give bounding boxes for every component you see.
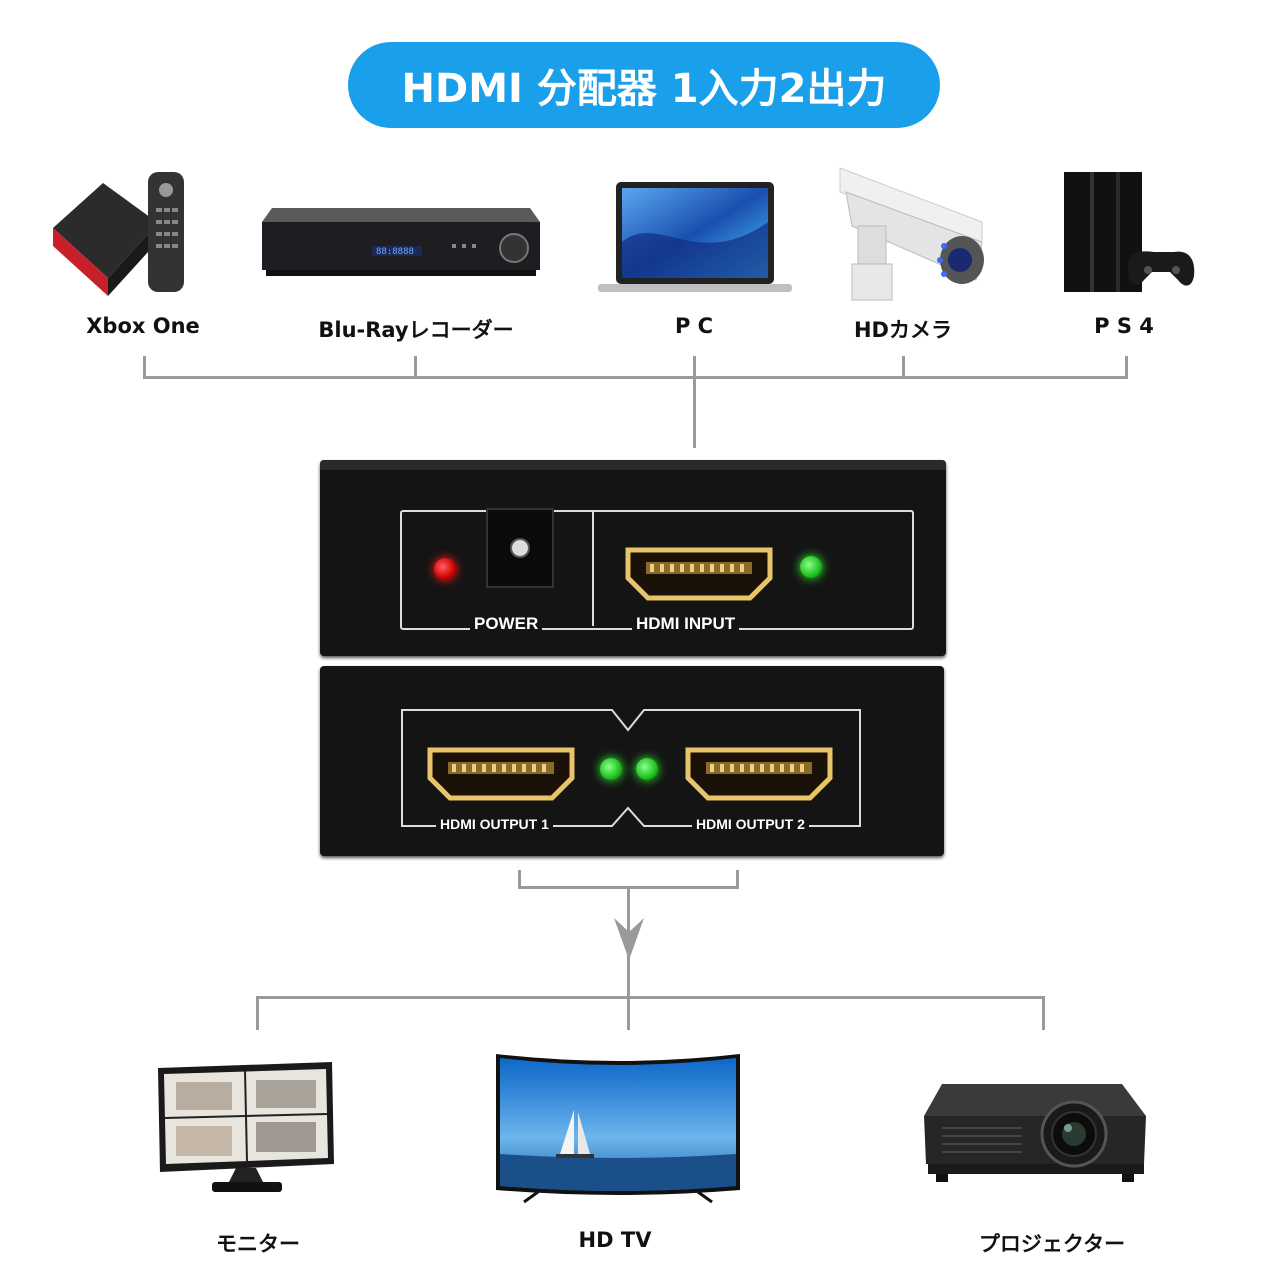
monitor-icon: [156, 1060, 336, 1196]
curved-tv-icon: [494, 1050, 742, 1206]
android-tv-box-icon: [48, 168, 198, 298]
connector-line: [256, 996, 259, 1030]
source-label-pc: P C: [674, 314, 714, 338]
connector-line: [143, 356, 146, 378]
connector-line: [736, 870, 739, 888]
bluray-recorder-icon: 88:8888: [262, 208, 540, 278]
connector-line: [256, 996, 1045, 999]
output-label-projector: プロジェクター: [978, 1232, 1126, 1256]
output-label-monitor: モニター: [216, 1232, 300, 1256]
power-jack[interactable]: [486, 508, 554, 588]
security-camera-icon: [832, 162, 994, 304]
hdmi-output-2-label: HDMI OUTPUT 2: [692, 816, 809, 832]
svg-text:88:8888: 88:8888: [376, 247, 414, 257]
page-title: HDMI 分配器 1入力2出力: [348, 42, 940, 128]
source-label-hdcamera: HDカメラ: [853, 318, 952, 342]
ps4-console-icon: [1062, 172, 1196, 294]
output-label-hdtv: HD TV: [578, 1228, 652, 1252]
connector-line: [518, 870, 521, 888]
splitter-output-panel: HDMI OUTPUT 1 HDMI OUTPUT 2: [320, 666, 944, 856]
input-led: [800, 556, 822, 578]
connector-line: [1042, 996, 1045, 1030]
connector-line: [414, 356, 417, 378]
laptop-icon: [598, 182, 792, 294]
output-2-led: [636, 758, 658, 780]
source-label-bluray: Blu-Rayレコーダー: [318, 318, 514, 342]
hdmi-output-1-port[interactable]: [426, 746, 576, 802]
connector-line: [1125, 356, 1128, 378]
hdmi-output-1-label: HDMI OUTPUT 1: [436, 816, 553, 832]
splitter-input-panel: POWER HDMI INPUT: [320, 460, 946, 656]
source-label-ps4: P S 4: [1094, 314, 1154, 338]
connector-line: [143, 376, 1128, 379]
arrow-down-icon: [614, 918, 644, 960]
power-led: [434, 558, 456, 580]
connector-line: [693, 356, 696, 448]
projector-icon: [922, 1076, 1150, 1186]
output-1-led: [600, 758, 622, 780]
source-label-xbox: Xbox One: [86, 314, 200, 338]
power-label: POWER: [470, 614, 543, 634]
connector-line: [902, 356, 905, 378]
hdmi-input-port[interactable]: [624, 546, 774, 602]
hdmi-output-2-port[interactable]: [684, 746, 834, 802]
hdmi-input-label: HDMI INPUT: [632, 614, 740, 634]
